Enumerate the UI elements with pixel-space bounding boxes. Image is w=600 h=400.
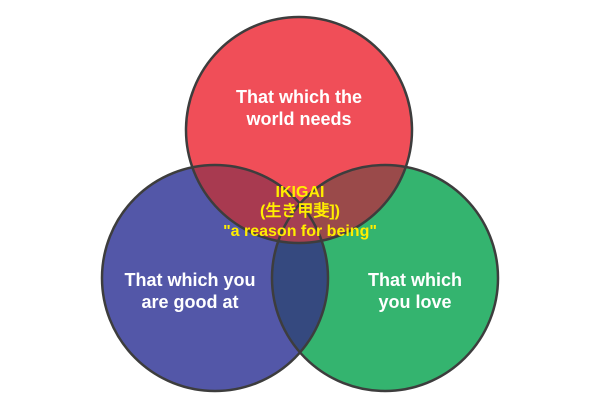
label-good-at-line1: That which you (124, 270, 255, 290)
label-world-needs-line2: world needs (245, 109, 351, 129)
outline-right (270, 163, 500, 393)
outline-top (184, 15, 414, 245)
label-world-needs-line1: That which the (236, 87, 362, 107)
overlap-red-blue (186, 165, 328, 243)
center-label-ikigai: IKIGAI (276, 184, 325, 201)
center-label-reason-for-being: "a reason for being" (223, 223, 377, 240)
circle-outlines (100, 15, 500, 393)
outline-left (100, 163, 330, 393)
label-good-at-line2: are good at (141, 292, 238, 312)
label-love-line1: That which (368, 270, 462, 290)
label-love-line2: you love (378, 292, 451, 312)
center-label-japanese: (生き甲斐]) (260, 201, 340, 220)
overlap-red-green (272, 165, 412, 243)
